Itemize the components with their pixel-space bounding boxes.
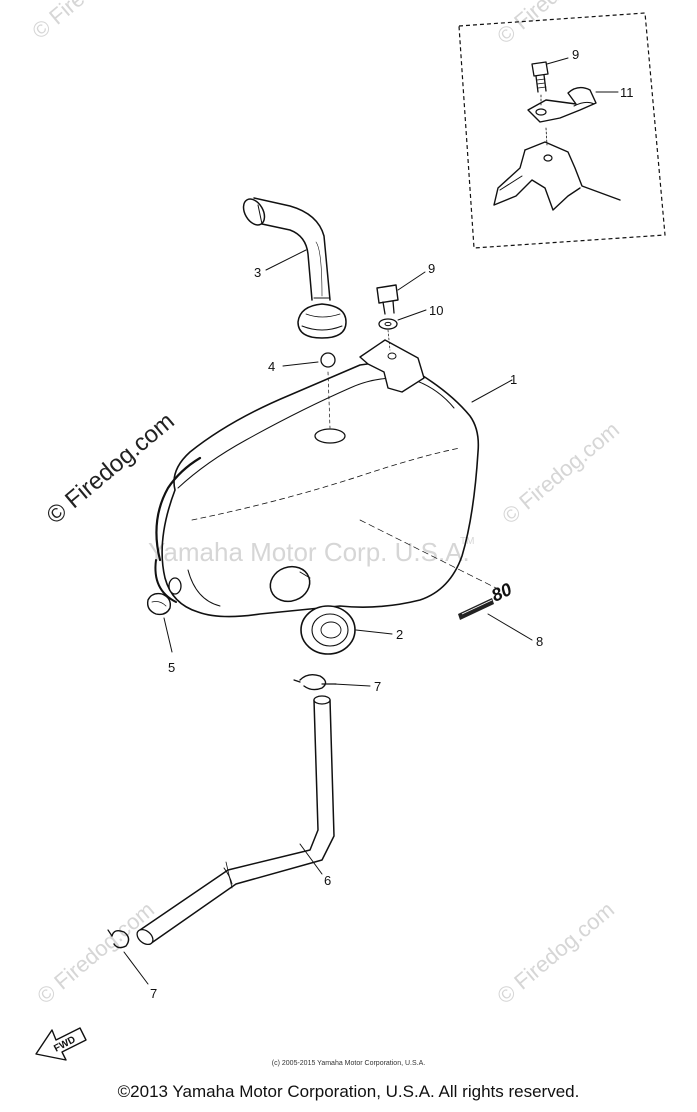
fuel-pipe [136, 695, 335, 946]
leader-2 [355, 629, 393, 635]
watermark-yamaha: Yamaha Motor Corp. U.S.A. [148, 537, 470, 567]
leader-6 [299, 843, 323, 875]
callout-9a: 9 [572, 47, 579, 62]
leader-9b [397, 271, 426, 291]
leader-7b [123, 951, 149, 985]
callout-9b: 9 [428, 261, 435, 276]
tank-emblem [300, 605, 356, 655]
callout-5: 5 [168, 660, 175, 675]
tank-decal: 80 [458, 579, 515, 620]
hose-clip-upper [293, 673, 337, 691]
callout-11: 11 [620, 85, 634, 100]
callout-7b: 7 [150, 986, 157, 1001]
watermark-tm: TM [460, 536, 474, 547]
inset-bracket [493, 94, 621, 211]
inset-bolt [531, 61, 549, 93]
callout-2: 2 [396, 627, 403, 642]
callout-3: 3 [254, 265, 261, 280]
filler-neck-tube [242, 197, 347, 339]
leader-4 [282, 361, 319, 367]
callout-6: 6 [324, 873, 331, 888]
watermark-firedog-bottom-right: © Firedog.com [492, 897, 619, 1009]
watermark-firedog-right: © Firedog.com [497, 417, 624, 529]
leader-9a [546, 57, 569, 65]
tank-cap-plug [320, 352, 336, 368]
tank-bolt [376, 284, 399, 315]
leader-10 [397, 309, 427, 321]
inset-detail: 9 11 [458, 12, 666, 249]
callout-1: 1 [510, 372, 517, 387]
watermark-layer: © Firedog.com © Firedog.com © Firedog.co… [27, 0, 624, 1009]
washer [378, 318, 398, 330]
diagram-copyright-small: (c) 2005-2015 Yamaha Motor Corporation, … [271, 1060, 426, 1067]
fwd-label: FWD [52, 1034, 77, 1054]
hose-clip-lower [107, 929, 130, 949]
leader-1 [471, 379, 513, 403]
callout-10: 10 [429, 303, 443, 318]
inset-clamp [527, 86, 597, 123]
watermark-firedog-top-right: © Firedog.com [492, 0, 619, 49]
watermark-firedog-bottom-left: © Firedog.com [32, 897, 159, 1009]
petcock-cap [146, 592, 172, 616]
fwd-arrow: FWD [35, 1027, 87, 1061]
leader-5 [163, 617, 173, 653]
footer-copyright: ©2013 Yamaha Motor Corporation, U.S.A. A… [117, 1082, 580, 1101]
callout-8: 8 [536, 634, 543, 649]
leader-3 [265, 249, 307, 271]
leader-7a [333, 683, 371, 687]
fuel-tank [154, 329, 501, 618]
callout-7a: 7 [374, 679, 381, 694]
leader-8 [487, 613, 533, 641]
watermark-firedog-top-left: © Firedog.com [27, 0, 154, 44]
callout-4: 4 [268, 359, 275, 374]
inset-dashed-border [458, 12, 666, 249]
